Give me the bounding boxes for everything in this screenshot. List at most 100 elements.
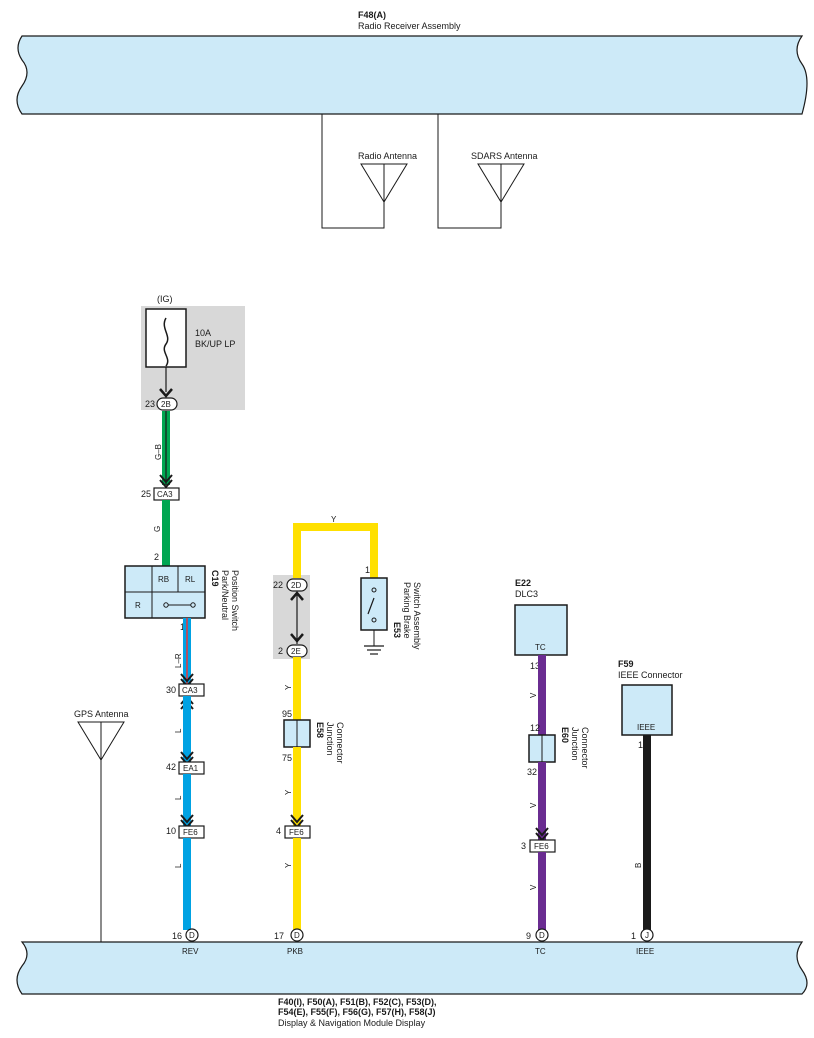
switch-contact-icon <box>163 602 196 608</box>
c19-line1: Park/Neutral <box>220 570 230 620</box>
e53-label: E53 Parking Brake Switch Assembly <box>392 582 422 650</box>
connector-ca3-b-label: CA3 <box>182 686 198 695</box>
wire-y-top <box>293 523 378 578</box>
display-navigation-bar <box>16 941 808 995</box>
connector-2b-label: 2B <box>161 400 171 409</box>
wire-y-c <box>293 838 301 930</box>
radio-receiver-bar <box>16 35 808 115</box>
connector-j <box>640 928 654 942</box>
connector-2d <box>286 578 308 592</box>
pin-75: 75 <box>282 753 292 763</box>
ieee-terminal: IEEE <box>637 723 655 732</box>
pin-32: 32 <box>527 767 537 777</box>
e58-line1: Junction <box>325 722 335 756</box>
c19-label: C19 Park/Neutral Position Switch <box>210 570 240 631</box>
pin-10: 10 <box>166 826 176 836</box>
e60-id: E60 <box>560 727 570 743</box>
wire-color-v-b: V <box>529 802 538 808</box>
e58-id: E58 <box>315 722 325 738</box>
top-module-name: Radio Receiver Assembly <box>358 21 461 31</box>
pin-12: 12 <box>530 723 540 733</box>
wire-g-b <box>162 411 170 485</box>
radio-antenna-wire <box>321 114 385 229</box>
connector-fe6-b-label: FE6 <box>289 828 304 837</box>
chevron-icon <box>159 474 173 489</box>
wire-color-v-a: V <box>529 692 538 698</box>
wire-g <box>162 500 170 566</box>
wire-color-l-a: L <box>174 728 183 733</box>
pin-16: 16 <box>172 931 182 941</box>
wire-color-y-top: Y <box>331 515 337 524</box>
c19-rl: RL <box>185 575 196 584</box>
fuse-icon <box>163 317 169 367</box>
e58-label: E58 Junction Connector <box>315 722 345 764</box>
wire-color-g: G <box>153 526 162 532</box>
fuse-rating: 10A <box>195 328 211 338</box>
connector-ea1-label: EA1 <box>183 764 199 773</box>
radio-antenna-icon <box>360 163 408 203</box>
connector-ca3-a-label: CA3 <box>157 490 173 499</box>
e53-line1: Parking Brake <box>402 582 412 639</box>
wire-l-b <box>183 774 191 826</box>
pin-2-2e: 2 <box>278 646 283 656</box>
fuse-chevron-icon <box>159 388 173 398</box>
connector-2e-label: 2E <box>291 647 301 656</box>
wire-y-a <box>293 657 301 720</box>
chevron-icon <box>290 633 304 643</box>
connector-d-pkb-label: D <box>294 931 300 940</box>
e22-name: DLC3 <box>515 589 538 599</box>
sdars-antenna-icon <box>477 163 525 203</box>
pin-13: 13 <box>530 661 540 671</box>
pin-9: 9 <box>526 931 531 941</box>
pin-42: 42 <box>166 762 176 772</box>
e60-line2: Connector <box>580 727 590 769</box>
f59-id: F59 <box>618 659 634 669</box>
pin-22: 22 <box>273 580 283 590</box>
pin-4: 4 <box>276 826 281 836</box>
fuse-pin: 23 <box>145 399 155 409</box>
e53-line2: Switch Assembly <box>412 582 422 650</box>
terminal-pkb: PKB <box>287 947 303 956</box>
wire-color-y-a: Y <box>284 684 293 690</box>
connector-d-rev-label: D <box>189 931 195 940</box>
fuse-name: BK/UP LP <box>195 339 235 349</box>
e58-line2: Connector <box>335 722 345 764</box>
pin-1-e53: 1 <box>365 565 370 575</box>
wire-color-l-c: L <box>174 863 183 868</box>
fuse-supply-label: (IG) <box>157 294 173 304</box>
terminal-rev: REV <box>182 947 199 956</box>
connector-d-pkb <box>290 928 304 942</box>
radio-antenna-label: Radio Antenna <box>358 151 417 161</box>
bottom-module-name: Display & Navigation Module Display <box>278 1018 426 1028</box>
wire-v-b <box>538 762 546 840</box>
wire-color-y-b: Y <box>284 789 293 795</box>
connector-j-label: J <box>645 931 649 940</box>
connector-2d-label: 2D <box>291 581 301 590</box>
pin-1-c19: 1 <box>180 622 185 632</box>
connector-ca3-b <box>178 683 205 697</box>
ground-icon <box>364 645 384 655</box>
wire-l-c <box>183 838 191 930</box>
pin-25: 25 <box>141 489 151 499</box>
pin-95: 95 <box>282 709 292 719</box>
e60-label: E60 Junction Connector <box>560 727 590 769</box>
wire-color-l-b: L <box>174 795 183 800</box>
wire-l-r <box>183 618 191 684</box>
parking-brake-switch <box>360 577 388 631</box>
ieee-connector <box>621 684 673 736</box>
connector-2b <box>156 397 178 411</box>
wire-color-b: B <box>634 863 643 868</box>
connector-d-tc-label: D <box>539 931 545 940</box>
gps-antenna-icon <box>77 721 125 761</box>
connector-fe6-a <box>178 825 205 839</box>
connector-d-rev <box>185 928 199 942</box>
f59-name: IEEE Connector <box>618 670 683 680</box>
gps-antenna-label: GPS Antenna <box>74 709 129 719</box>
c19-line2: Position Switch <box>230 570 240 631</box>
wire-color-v-c: V <box>529 884 538 890</box>
e22-id: E22 <box>515 578 531 588</box>
dlc3 <box>514 604 568 656</box>
wire-v-a <box>538 655 546 735</box>
bottom-module-ids-1: F40(I), F50(A), F51(B), F52(C), F53(D), <box>278 997 437 1007</box>
